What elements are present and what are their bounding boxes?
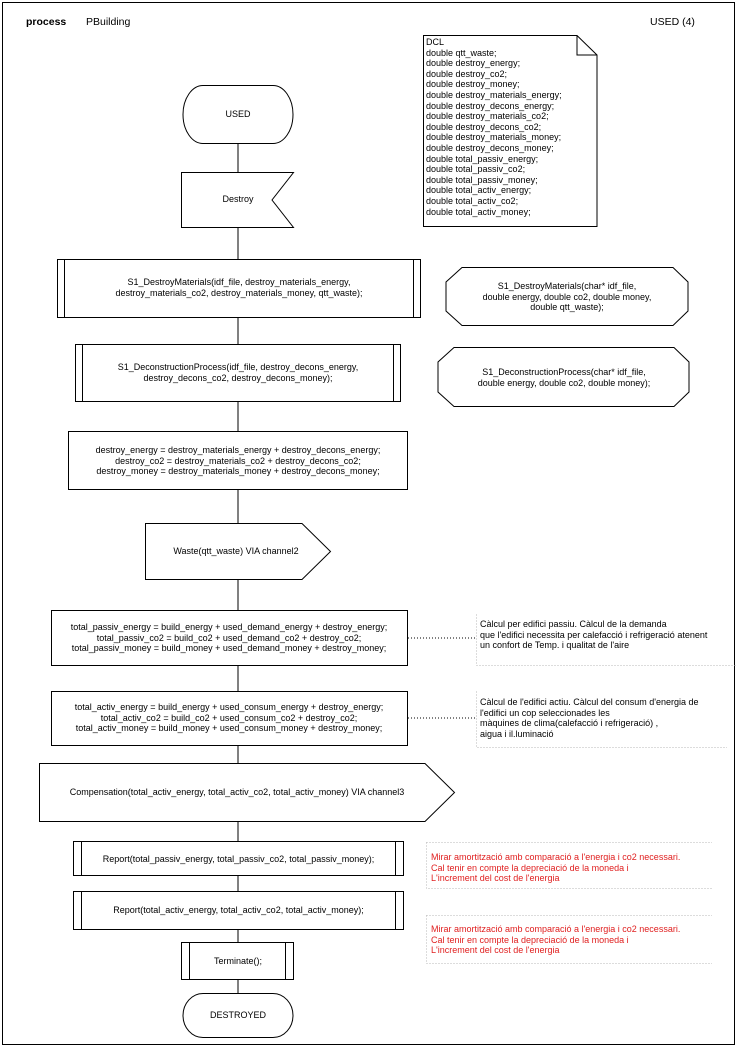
input-destroy-symbol bbox=[181, 172, 295, 228]
dcl-line: double destroy_energy; bbox=[426, 58, 521, 69]
comment-activ-line: l'edifici un cop seleccionades les bbox=[480, 707, 610, 718]
comment-activ: Càlcul de l'edifici actiu. Càlcul del co… bbox=[480, 697, 728, 739]
state-destroyed-label: DESTROYED bbox=[209, 1010, 266, 1020]
dcl-line: double total_activ_money; bbox=[426, 206, 531, 217]
proc-decons-line: double energy, double co2, double money)… bbox=[477, 377, 651, 388]
process-keyword: process bbox=[26, 16, 67, 28]
dcl-line: double destroy_materials_energy; bbox=[426, 89, 562, 100]
proc-materials-line: double energy, double co2, double money, bbox=[482, 291, 652, 302]
task-passiv-label: total_passiv_energy = build_energy + use… bbox=[53, 622, 405, 654]
dcl-line: double qtt_waste; bbox=[426, 47, 497, 58]
output-waste-symbol bbox=[145, 523, 332, 580]
task-destroy-line: destroy_energy = destroy_materials_energ… bbox=[95, 445, 381, 455]
dcl-symbol bbox=[423, 35, 598, 227]
dcl-line: double destroy_decons_money; bbox=[426, 142, 554, 153]
task-destroy-symbol bbox=[68, 431, 408, 490]
comment-report1: Mirar amortització amb comparació a l'en… bbox=[431, 852, 713, 884]
task-activ-line: total_activ_money = build_money + used_c… bbox=[75, 723, 383, 734]
dcl-line: double total_activ_co2; bbox=[426, 195, 519, 206]
state-used-label: USED bbox=[225, 109, 251, 119]
call-terminate-symbol bbox=[181, 942, 294, 980]
task-destroy-line: destroy_money = destroy_materials_money … bbox=[96, 466, 380, 477]
proc-decons-line: S1_DeconstructionProcess(char* idf_file, bbox=[482, 367, 646, 377]
task-destroy-label: destroy_energy = destroy_materials_energ… bbox=[70, 445, 406, 477]
task-activ-line: total_activ_energy = build_energy + used… bbox=[74, 702, 384, 712]
call-materials-line: S1_DestroyMaterials(idf_file, destroy_ma… bbox=[127, 277, 351, 287]
call-report-activ-symbol bbox=[73, 891, 404, 930]
call-decons-label: S1_DeconstructionProcess(idf_file, destr… bbox=[84, 362, 392, 383]
proc-materials-line: S1_DestroyMaterials(char* idf_file, bbox=[497, 281, 637, 291]
state-destroyed-symbol bbox=[182, 993, 294, 1038]
proc-decons-symbol bbox=[437, 347, 690, 407]
task-passiv-symbol bbox=[51, 610, 408, 666]
comment-report2-line: Mirar amortització amb comparació a l'en… bbox=[431, 924, 681, 934]
task-activ-label: total_activ_energy = build_energy + used… bbox=[53, 702, 405, 734]
comment-report2-line: Cal tenir en compte la depreciació de la… bbox=[431, 934, 629, 945]
comment-activ-line: Càlcul de l'edifici actiu. Càlcul del co… bbox=[480, 697, 699, 707]
proc-materials-label: S1_DestroyMaterials(char* idf_file, doub… bbox=[448, 281, 686, 313]
state-used-symbol bbox=[182, 85, 294, 144]
task-passiv-line: total_passiv_money = build_money + used_… bbox=[71, 643, 387, 654]
call-materials-line: destroy_materials_co2, destroy_materials… bbox=[115, 287, 363, 298]
call-report-passiv-symbol bbox=[73, 841, 404, 876]
comment-passiv: Càlcul per edifici passiu. Càlcul de la … bbox=[480, 619, 735, 651]
output-waste-label: Waste(qtt_waste) VIA channel2 bbox=[173, 546, 299, 556]
comment-report2: Mirar amortització amb comparació a l'en… bbox=[431, 924, 713, 956]
proc-materials-symbol bbox=[445, 267, 689, 326]
dcl-line: double destroy_materials_money; bbox=[426, 132, 562, 143]
proc-materials-line: double qtt_waste); bbox=[530, 302, 604, 313]
task-passiv-line: total_passiv_co2 = build_co2 + used_dema… bbox=[96, 632, 362, 643]
call-materials-label: S1_DestroyMaterials(idf_file, destroy_ma… bbox=[66, 277, 412, 298]
dcl-line: double total_activ_energy; bbox=[426, 185, 532, 196]
output-compensation-label: Compensation(total_activ_energy, total_a… bbox=[69, 787, 405, 797]
dcl-line: double destroy_money; bbox=[426, 79, 520, 90]
comment-report1-line: Mirar amortització amb comparació a l'en… bbox=[431, 852, 681, 862]
dcl-line: double destroy_decons_energy; bbox=[426, 100, 555, 111]
task-passiv-line: total_passiv_energy = build_energy + use… bbox=[70, 622, 388, 632]
task-activ-symbol bbox=[51, 691, 408, 746]
comment-passiv-line: Càlcul per edifici passiu. Càlcul de la … bbox=[480, 619, 667, 629]
dcl-text: DCL double qtt_waste; double destroy_ene… bbox=[426, 37, 562, 217]
comment-activ-line: màquines de clima(calefacció i refrigera… bbox=[480, 718, 659, 729]
call-terminate-label: Terminate(); bbox=[213, 956, 262, 966]
dcl-line: double destroy_co2; bbox=[426, 68, 508, 79]
input-destroy-label: Destroy bbox=[222, 194, 254, 204]
dcl-line: double total_passiv_co2; bbox=[426, 164, 526, 175]
dcl-line: double destroy_materials_co2; bbox=[426, 111, 549, 122]
dcl-line: DCL bbox=[426, 37, 445, 47]
task-destroy-line: destroy_co2 = destroy_materials_co2 + de… bbox=[115, 455, 361, 466]
call-decons-line: destroy_decons_co2, destroy_decons_money… bbox=[143, 372, 333, 383]
output-compensation-symbol bbox=[39, 763, 456, 822]
call-decons-symbol bbox=[75, 344, 401, 402]
comment-report1-line: L'increment del cost de l'energia bbox=[431, 873, 560, 884]
process-name: PBuilding bbox=[86, 16, 131, 28]
proc-decons-label: S1_DeconstructionProcess(char* idf_file,… bbox=[440, 367, 688, 388]
comment-passiv-line: que l'edifici necessita per calefacció i… bbox=[480, 629, 708, 640]
call-report-passiv-label: Report(total_passiv_energy, total_passiv… bbox=[102, 854, 375, 864]
dcl-line: double destroy_decons_co2; bbox=[426, 121, 542, 132]
comment-report2-box bbox=[426, 915, 712, 964]
task-activ-line: total_activ_co2 = build_co2 + used_consu… bbox=[100, 712, 358, 723]
call-materials-symbol bbox=[57, 259, 421, 318]
comment-report1-box bbox=[426, 842, 712, 889]
comment-activ-box bbox=[476, 691, 727, 748]
page-label: USED (4) bbox=[650, 16, 695, 28]
comment-activ-line: aigua i il.luminació bbox=[480, 728, 554, 739]
comment-passiv-box bbox=[476, 614, 737, 666]
comment-passiv-line: un confort de Temp. i qualitat de l'aire bbox=[480, 640, 630, 651]
comment-report2-line: L'increment del cost de l'energia bbox=[431, 945, 560, 956]
dcl-line: double total_passiv_money; bbox=[426, 174, 538, 185]
call-decons-line: S1_DeconstructionProcess(idf_file, destr… bbox=[117, 362, 359, 372]
dcl-line: double total_passiv_energy; bbox=[426, 153, 539, 164]
comment-connector bbox=[408, 637, 476, 719]
call-report-activ-label: Report(total_activ_energy, total_activ_c… bbox=[113, 905, 364, 915]
comment-report1-line: Cal tenir en compte la depreciació de la… bbox=[431, 862, 629, 873]
